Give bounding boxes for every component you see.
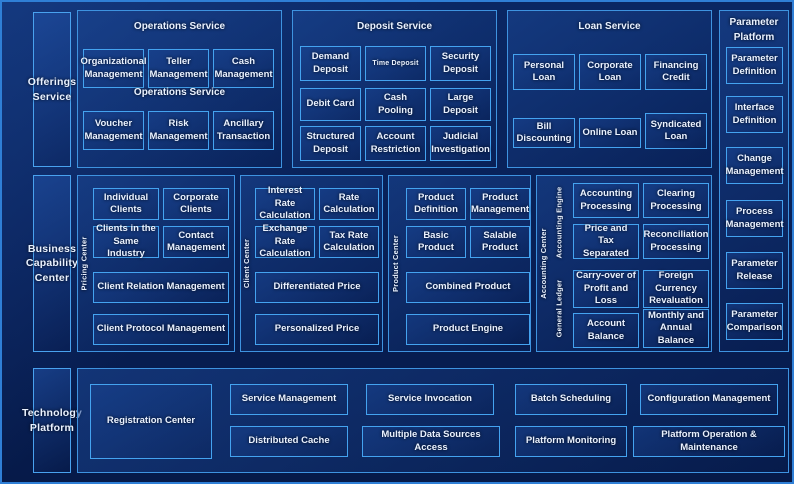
row-label-technology-platform: Technology Platform (22, 368, 82, 473)
tile-clients-in-the-same-industry[interactable]: Clients in the Same Industry (93, 223, 159, 259)
tile-security-deposit[interactable]: Security Deposit (430, 46, 491, 81)
group-title-loan-service: Loan Service (578, 21, 641, 32)
tile-accounting-processing[interactable]: Accounting Processing (573, 183, 639, 218)
tile-parameter-comparison[interactable]: Parameter Comparison (726, 303, 783, 340)
group-title-operations-service-overlay: Operations Service (133, 87, 226, 98)
tile-registration-center[interactable]: Registration Center (90, 384, 212, 459)
tile-parameter-definition[interactable]: Parameter Definition (726, 47, 783, 84)
vlabel-accounting-center: Accounting Center (538, 228, 548, 299)
tile-product-management[interactable]: Product Management (470, 188, 530, 220)
tile-product-engine[interactable]: Product Engine (406, 314, 530, 345)
tile-cash-management[interactable]: Cash Management (213, 49, 274, 88)
tile-time-deposit[interactable]: Time Deposit (365, 46, 426, 81)
tile-tax-rate-calculation[interactable]: Tax Rate Calculation (319, 226, 379, 258)
tile-service-invocation[interactable]: Service Invocation (366, 384, 494, 415)
tile-product-definition[interactable]: Product Definition (406, 188, 466, 220)
tile-foreign-currency-revaluation[interactable]: Foreign Currency Revaluation (643, 270, 709, 308)
tile-rate-calculation[interactable]: Rate Calculation (319, 188, 379, 220)
tile-bill-discounting[interactable]: Bill Discounting (513, 118, 575, 148)
tile-individual-clients[interactable]: Individual Clients (93, 188, 159, 220)
tile-interface-definition[interactable]: Interface Definition (726, 96, 783, 133)
tile-price-and-tax-separated[interactable]: Price and Tax Separated (573, 223, 639, 259)
vlabel-pricing-center: Pricing Center (79, 236, 89, 291)
tile-contact-management[interactable]: Contact Management (163, 226, 229, 258)
tile-risk-management[interactable]: Risk Management (148, 111, 209, 150)
tile-multiple-data-sources-access[interactable]: Multiple Data Sources Access (362, 426, 500, 457)
tile-personal-loan[interactable]: Personal Loan (513, 54, 575, 90)
tile-change-management[interactable]: Change Management (725, 147, 784, 184)
row-label-offerings-service: Offerings Service (28, 12, 76, 167)
tile-distributed-cache[interactable]: Distributed Cache (230, 426, 348, 457)
tile-differentiated-price[interactable]: Differentiated Price (255, 272, 379, 303)
tile-financing-credit[interactable]: Financing Credit (645, 54, 707, 90)
tile-judicial-investigation[interactable]: Judicial Investigation (430, 126, 491, 161)
tile-parameter-release[interactable]: Parameter Release (726, 252, 783, 289)
tile-client-relation-management[interactable]: Client Relation Management (93, 272, 229, 303)
tile-interest-rate-calculation[interactable]: Interest Rate Calculation (255, 185, 315, 221)
tile-debit-card[interactable]: Debit Card (300, 88, 361, 121)
group-title-operations-service: Operations Service (133, 21, 226, 32)
vlabel-general-ledger: General Ledger (554, 279, 564, 337)
tile-reconciliation-processing[interactable]: Reconciliation Processing (643, 224, 709, 259)
tile-voucher-management[interactable]: Voucher Management (83, 111, 144, 150)
tile-carry-over-of-profit-and-loss[interactable]: Carry-over of Profit and Loss (573, 270, 639, 308)
tile-combined-product[interactable]: Combined Product (406, 272, 530, 303)
tile-corporate-clients[interactable]: Corporate Clients (163, 188, 229, 220)
tile-monthly-and-annual-balance[interactable]: Monthly and Annual Balance (643, 309, 709, 348)
tile-platform-operation-and-maintenance[interactable]: Platform Operation & Maintenance (633, 426, 785, 457)
tile-service-management[interactable]: Service Management (230, 384, 348, 415)
tile-clearing-processing[interactable]: Clearing Processing (643, 183, 709, 218)
tile-large-deposit[interactable]: Large Deposit (430, 88, 491, 121)
tile-cash-pooling[interactable]: Cash Pooling (365, 88, 426, 121)
tile-platform-monitoring[interactable]: Platform Monitoring (515, 426, 627, 457)
tile-batch-scheduling[interactable]: Batch Scheduling (515, 384, 627, 415)
tile-corporate-loan[interactable]: Corporate Loan (579, 54, 641, 90)
tile-basic-product[interactable]: Basic Product (406, 226, 466, 258)
tile-client-protocol-management[interactable]: Client Protocol Management (93, 314, 229, 345)
tile-demand-deposit[interactable]: Demand Deposit (300, 46, 361, 81)
tile-configuration-management[interactable]: Configuration Management (640, 384, 778, 415)
tile-account-restriction[interactable]: Account Restriction (365, 126, 426, 161)
tile-syndicated-loan[interactable]: Syndicated Loan (645, 113, 707, 149)
tile-teller-management[interactable]: Teller Management (148, 49, 209, 88)
group-title-deposit-service: Deposit Service (356, 21, 433, 32)
vlabel-product-center: Product Center (390, 235, 400, 292)
tile-ancillary-transaction[interactable]: Ancillary Transaction (213, 111, 274, 150)
tile-salable-product[interactable]: Salable Product (470, 226, 530, 258)
vlabel-client-center: Client Center (242, 238, 252, 289)
tile-structured-deposit[interactable]: Structured Deposit (300, 126, 361, 161)
tile-account-balance[interactable]: Account Balance (573, 313, 639, 348)
group-title-parameter-platform: Parameter Platform (729, 17, 779, 43)
tile-exchange-rate-calculation[interactable]: Exchange Rate Calculation (255, 223, 315, 259)
row-label-business-capability-center: Business Capability Center (26, 175, 78, 352)
tile-organizational-management[interactable]: Organizational Management (81, 49, 147, 88)
tile-personalized-price[interactable]: Personalized Price (255, 314, 379, 345)
tile-process-management[interactable]: Process Management (725, 200, 784, 237)
tile-online-loan[interactable]: Online Loan (579, 118, 641, 148)
vlabel-accounting-engine: Accounting Engine (554, 186, 564, 258)
